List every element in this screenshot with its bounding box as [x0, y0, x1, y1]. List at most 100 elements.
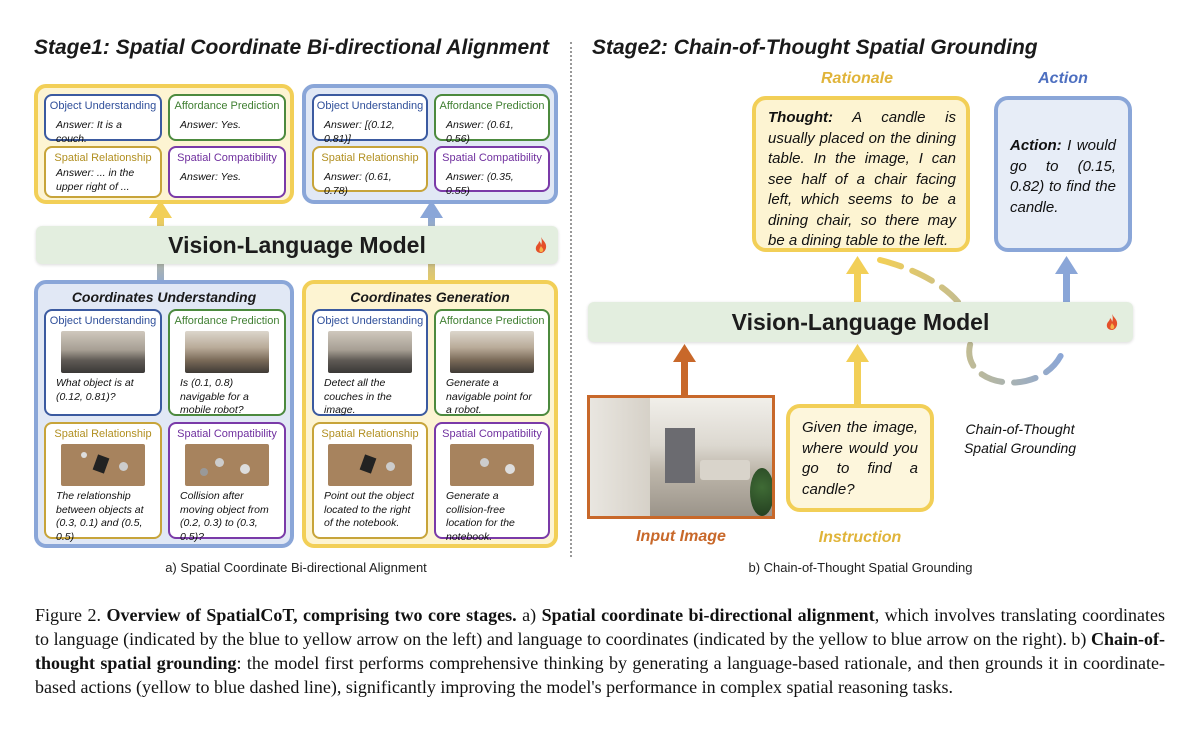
instruction-text: Given the image, where would you go to f… — [802, 419, 918, 498]
answer-card-affordance: Affordance Prediction Answer: (0.61, 0.5… — [434, 94, 550, 145]
task-card-relationship: Spatial Relationship Point out the objec… — [312, 422, 428, 539]
card-question: Generate a navigable point for a robot. — [446, 377, 532, 416]
arrow-instruction-to-vlm — [854, 360, 861, 410]
ball-shape — [200, 468, 208, 476]
card-title: Object Understanding — [316, 315, 424, 327]
card-title: Spatial Compatibility — [177, 152, 277, 164]
input-image-label: Input Image — [636, 528, 726, 545]
table-thumbnail — [61, 444, 145, 486]
card-answer: Answer: Yes. — [180, 119, 242, 131]
action-body: I would go to (0.15, 0.82) to find the c… — [1010, 137, 1116, 216]
figure-label: Figure 2. — [35, 605, 101, 625]
caption-text-1: a) — [516, 605, 542, 625]
left-wall — [590, 398, 650, 516]
answer-card-compatibility: Spatial Compatibility Answer: Yes. — [168, 146, 286, 198]
card-title: Spatial Relationship — [321, 152, 419, 164]
ball-shape — [81, 452, 87, 458]
stage1-title: Stage1: Spatial Coordinate Bi-directiona… — [34, 36, 549, 59]
card-answer: Answer: It is a couch. — [56, 119, 122, 145]
rationale-box: Thought: A candle is usually placed on t… — [752, 96, 970, 252]
answer-card-relationship: Spatial Relationship Answer: (0.61, 0.78… — [312, 146, 428, 197]
answer-card-object: Object Understanding Answer: It is a cou… — [44, 94, 162, 145]
thought-body: A candle is usually placed on the dining… — [768, 109, 956, 249]
cup-shape — [240, 464, 250, 474]
card-title: Spatial Relationship — [54, 428, 152, 440]
card-answer: Answer: Yes. — [180, 171, 242, 183]
task-card-affordance: Affordance Prediction Is (0.1, 0.8) navi… — [168, 309, 286, 416]
action-text: Action: I would go to (0.15, 0.82) to fi… — [1010, 136, 1116, 218]
task-card-object: Object Understanding Detect all the couc… — [312, 309, 428, 416]
card-title: Affordance Prediction — [439, 100, 545, 112]
input-image — [587, 395, 775, 519]
task-card-compatibility: Spatial Compatibility Generate a collisi… — [434, 422, 550, 543]
section-title: Coordinates Generation — [350, 289, 510, 305]
coordinates-understanding-box: Coordinates Understanding Object Underst… — [34, 280, 294, 548]
vlm-bar-stage1: Vision-Language Model — [36, 226, 558, 264]
notebook-shape — [359, 454, 377, 474]
card-question: Collision after moving object from (0.2,… — [180, 490, 269, 543]
room-thumbnail — [450, 331, 534, 373]
card-answer: Answer: (0.61, 0.78) — [324, 171, 392, 197]
coordinates-generation-box: Coordinates Generation Object Understand… — [302, 280, 558, 548]
chain-of-thought-dashed-curve — [877, 257, 1068, 386]
card-question: Detect all the couches in the image. — [324, 377, 392, 416]
vlm-bar-stage2: Vision-Language Model — [588, 302, 1133, 342]
cup-shape — [386, 462, 395, 471]
arrow-vlm-to-action — [1063, 272, 1070, 302]
card-title: Spatial Compatibility — [442, 152, 542, 164]
card-question: Point out the object located to the righ… — [324, 490, 414, 529]
room-thumbnail — [185, 331, 269, 373]
task-card-affordance: Affordance Prediction Generate a navigab… — [434, 309, 550, 416]
table-thumbnail — [328, 444, 412, 486]
stage2-arrows — [673, 256, 1078, 410]
stage2-title: Stage2: Chain-of-Thought Spatial Groundi… — [592, 36, 1038, 59]
card-title: Spatial Relationship — [54, 152, 152, 164]
answers-coordinate-box: Object Understanding Answer: [(0.12, 0.8… — [302, 84, 558, 204]
fire-icon — [535, 237, 547, 253]
arrow-head-image — [673, 344, 696, 362]
card-answer: Answer: ... in the upper right of ... — [56, 167, 135, 193]
action-head: Action: — [1010, 137, 1062, 154]
plant-shape — [750, 468, 772, 516]
answer-card-relationship: Spatial Relationship Answer: ... in the … — [44, 146, 162, 198]
figure-caption: Figure 2. Overview of SpatialCoT, compri… — [35, 603, 1165, 699]
card-title: Spatial Compatibility — [442, 428, 542, 440]
card-title: Affordance Prediction — [439, 315, 545, 327]
vlm-label: Vision-Language Model — [168, 232, 426, 258]
answer-card-object: Object Understanding Answer: [(0.12, 0.8… — [312, 94, 428, 145]
caption-bold-3: Chain-of-thought spatial grounding — [35, 629, 1165, 673]
answer-card-affordance: Affordance Prediction Answer: Yes. — [168, 94, 286, 141]
card-answer: Answer: (0.35, 0.55) — [446, 171, 514, 197]
caption-text-2: , which involves translating coordinates… — [35, 605, 1166, 649]
card-title: Object Understanding — [49, 315, 157, 327]
card-answer: Answer: (0.61, 0.56) — [446, 119, 514, 145]
arrow-head-instruction — [846, 344, 869, 362]
table-thumbnail — [450, 444, 534, 486]
caption-stage1: a) Spatial Coordinate Bi-directional Ali… — [165, 560, 427, 575]
caption-bold-2: Spatial coordinate bi-directional alignm… — [541, 605, 875, 625]
cot-label: Chain-of-Thought Spatial Grounding — [963, 421, 1077, 456]
thought-head: Thought: — [768, 109, 833, 126]
sofa-shape — [700, 460, 750, 480]
doorway — [665, 428, 695, 483]
card-question: Is (0.1, 0.8) navigable for a mobile rob… — [180, 377, 249, 416]
section-title: Coordinates Understanding — [71, 289, 257, 305]
cup-shape — [215, 458, 224, 467]
card-title: Affordance Prediction — [174, 315, 280, 327]
action-box: Action: I would go to (0.15, 0.82) to fi… — [994, 96, 1132, 252]
caption-stage2: b) Chain-of-Thought Spatial Grounding — [748, 560, 973, 575]
card-title: Spatial Compatibility — [177, 428, 277, 440]
arrow-image-to-vlm — [681, 360, 688, 410]
notebook-shape — [92, 454, 110, 474]
arrow-head-action — [1055, 256, 1078, 274]
card-answer: Answer: [(0.12, 0.81)] — [324, 119, 395, 145]
thought-text: Thought: A candle is usually placed on t… — [768, 108, 956, 252]
answers-language-box: Object Understanding Answer: It is a cou… — [34, 84, 294, 204]
caption-text-3: : the model first performs comprehensive… — [35, 653, 1165, 697]
card-title: Affordance Prediction — [174, 100, 280, 112]
instruction-box: Given the image, where would you go to f… — [786, 404, 934, 512]
card-title: Object Understanding — [316, 100, 424, 112]
action-label: Action — [1038, 70, 1088, 87]
table-thumbnail — [185, 444, 269, 486]
answer-card-compatibility: Spatial Compatibility Answer: (0.35, 0.5… — [434, 146, 550, 197]
